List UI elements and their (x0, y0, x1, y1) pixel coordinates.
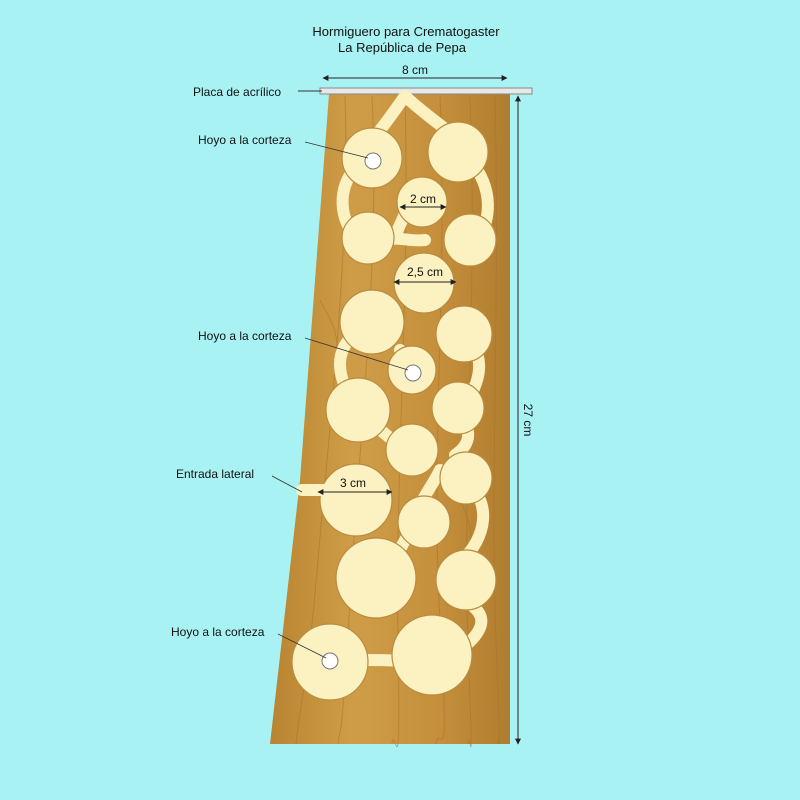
bark-hole-2 (404, 364, 422, 382)
bark-hole-leader-3 (277, 633, 327, 659)
chamber-3cm-label: 3 cm (340, 476, 366, 490)
title-line-2: La República de Pepa (338, 40, 467, 55)
bark-hole-leader-2 (304, 337, 409, 371)
bark-hole-1 (364, 152, 382, 170)
acrylic-plate (319, 87, 533, 95)
side-entrance-leader (271, 475, 303, 493)
bark-hole-label-3: Hoyo a la corteza (171, 625, 265, 639)
bark-hole-label-1: Hoyo a la corteza (198, 133, 292, 147)
bark-hole-3 (321, 652, 339, 670)
side-entrance-label: Entrada lateral (176, 467, 254, 481)
chamber-2cm-label: 2 cm (410, 192, 436, 206)
width-dimension-label: 8 cm (402, 63, 428, 77)
bark-hole-leader-1 (304, 141, 369, 159)
bark-hole-label-2: Hoyo a la corteza (198, 329, 292, 343)
acrylic-label: Placa de acrílico (193, 85, 281, 99)
chamber-25cm-label: 2,5 cm (407, 265, 443, 279)
title-line-1: Hormiguero para Crematogaster (312, 24, 500, 39)
height-dimension-label: 27 cm (521, 404, 535, 437)
